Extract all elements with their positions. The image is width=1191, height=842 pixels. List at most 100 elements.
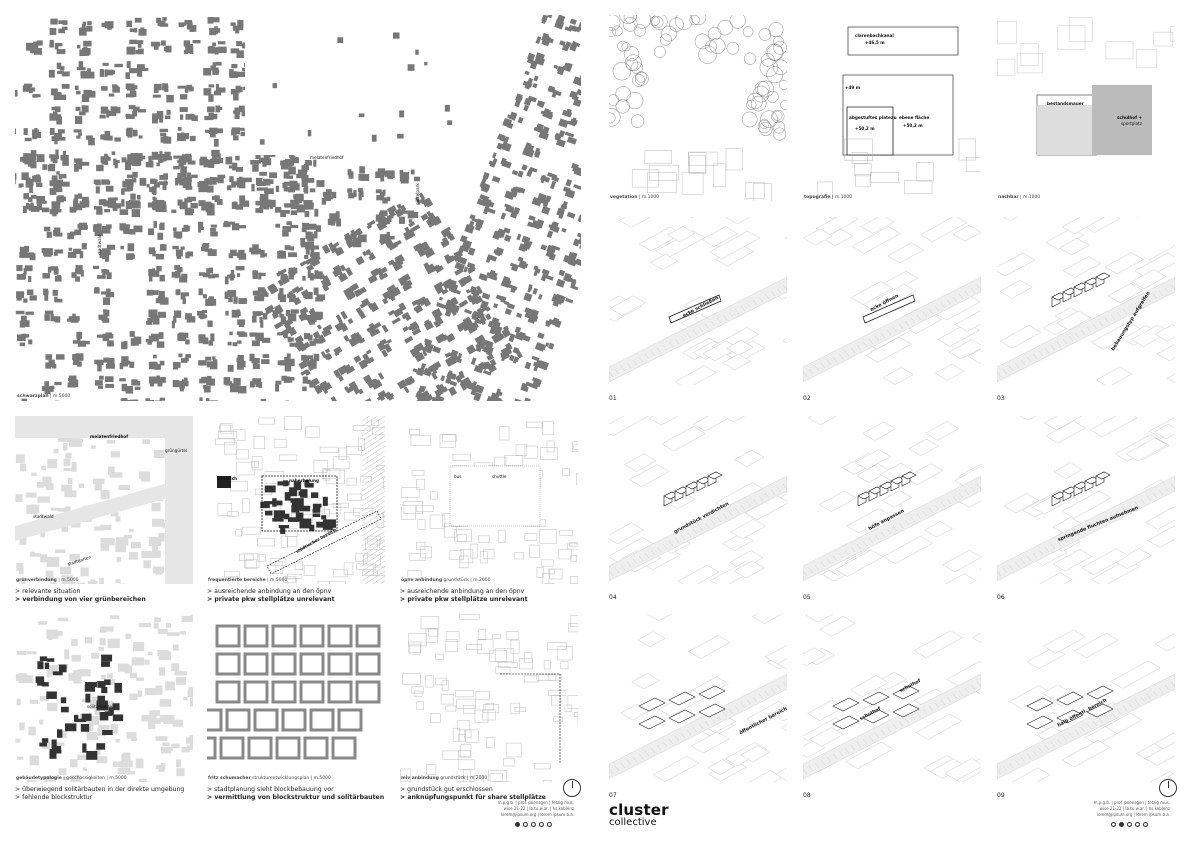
page-dot[interactable] — [1135, 822, 1140, 827]
axo-drawing — [997, 217, 1175, 385]
north-arrow-icon — [563, 779, 581, 797]
brand-sub-right: collective — [609, 817, 657, 828]
step-number-05: 05 — [803, 594, 811, 601]
topo-ann-3: abgestuftes plateau — [849, 115, 897, 120]
step-panel-02: ecke öffnen — [803, 217, 981, 385]
schwarzplan-street-a: melatenfriedhof — [310, 155, 344, 160]
stadtplanung-figure — [207, 624, 381, 760]
schwarzplan-street-b: gürtelpark — [415, 183, 420, 205]
nachbar-ann-2: schulhof + — [1117, 115, 1143, 120]
schwarzplan-street-c: stadtwald — [97, 234, 102, 255]
caption-3: > ausreichende anbindung an den öpnv> pr… — [400, 588, 528, 603]
gebaeudetypologie-map: solitärbauten gebäudetypologie | geschos… — [15, 614, 193, 782]
step-panel-03: bebauungstyp aufgreifen — [997, 217, 1175, 385]
page-dot[interactable] — [515, 822, 520, 827]
schwarzplan-label: schwarzplan | m.5000 — [17, 394, 71, 399]
step-number-02: 02 — [803, 395, 811, 402]
page-dot[interactable] — [1127, 822, 1132, 827]
schwarzplan-map: schwarzplan | m.5000 melatenfriedhof gür… — [15, 15, 581, 401]
axo-drawing — [997, 629, 1175, 782]
caption-5: > stadtplanung sieht blockbebauung vor> … — [207, 786, 385, 801]
topo-ann-2: +49 m — [845, 85, 861, 90]
gruenverbindung-map: melatenfriedhof grüngürtel stadtwald sta… — [15, 416, 193, 584]
step-number-03: 03 — [997, 395, 1005, 402]
topo-ann-1b: +46,5 m — [865, 40, 885, 45]
step-number-07: 07 — [609, 792, 617, 799]
step-panel-04: grundstück verdichten — [609, 416, 787, 584]
vegetation-figure — [609, 15, 787, 201]
vegetation-map: vegetation | m.1000 — [609, 15, 787, 201]
oepnv-figure — [401, 421, 578, 584]
freq-ann-2: naherholung — [289, 478, 319, 483]
schwarzplan-figure-ground — [15, 15, 581, 401]
step-number-06: 06 — [997, 594, 1005, 601]
axo-drawing — [609, 614, 787, 782]
caption-1: > relevante situation> verbindung von vi… — [15, 588, 146, 603]
axo-drawing — [997, 416, 1175, 584]
page-indicator-right[interactable] — [1111, 822, 1148, 827]
oepnv-label: öpnv anbindung grundstück | m.2000 — [401, 578, 491, 583]
topo-label: topografie | m.1000 — [804, 195, 853, 200]
typo-ann-1: solitärbauten — [87, 704, 115, 709]
step-number-08: 08 — [803, 792, 811, 799]
oepnv-ann-2: shuttle — [492, 474, 507, 479]
nachbar-label: nachbar | m.1000 — [998, 195, 1041, 200]
step-panel-07: öffentlicher bereich — [609, 614, 787, 782]
axo-drawing — [803, 416, 981, 584]
axo-drawing — [609, 416, 787, 584]
page-dot[interactable] — [1143, 822, 1148, 827]
step-panel-05: höfe anpassen — [803, 416, 981, 584]
page-indicator-left[interactable] — [515, 822, 552, 827]
page-dot[interactable] — [547, 822, 552, 827]
topografie-map: clarenbachkanal +46,5 m +49 m abgestufte… — [803, 15, 981, 201]
typologie-figure — [15, 614, 193, 782]
page-dot[interactable] — [531, 822, 536, 827]
topo-ann-1: clarenbachkanal — [855, 33, 894, 38]
brand-logo-right: cluster — [609, 801, 669, 819]
step-number-01: 01 — [609, 395, 617, 402]
step-panel-06: springende fluchten aufnehmen — [997, 416, 1175, 584]
gruen-ann-2: grüngürtel — [165, 448, 188, 453]
topo-ann-4: ebene fläche — [899, 115, 930, 120]
page-dot[interactable] — [1111, 822, 1116, 827]
axo-drawing — [609, 217, 787, 385]
footer-right-info: m.p.g.b. | prof. poensgen | fetzig mus.w… — [1093, 800, 1170, 817]
page-dot[interactable] — [1119, 822, 1124, 827]
gruen-ann-1: melatenfriedhof — [90, 434, 129, 439]
nachbar-ann-1: bestandsmauer — [1047, 101, 1084, 106]
freq-label: frequentierte bereiche | m.5000 — [208, 578, 288, 583]
axo-drawing — [803, 614, 981, 782]
nachbar-ann-2b: sportplatz — [1121, 121, 1142, 126]
gruen-ann-3: stadtwald — [33, 514, 54, 519]
caption-2: > ausreichende anbindung an den öpnv> pr… — [207, 588, 335, 603]
miv-figure — [400, 614, 578, 782]
step-number-09: 09 — [997, 792, 1005, 799]
topografie-figure — [817, 26, 981, 199]
oepnv-map: bus shuttle öpnv anbindung grundstück | … — [400, 416, 578, 584]
stadt-label: fritz schumacher strukturentwicklungspla… — [208, 776, 331, 781]
frequentierte-figure — [215, 416, 385, 584]
freq-ann-1: kirchlich — [217, 476, 238, 481]
oepnv-ann-1: bus — [454, 474, 462, 479]
caption-4: > überwiegend solitärbauten in der direk… — [15, 786, 185, 801]
page-dot[interactable] — [523, 822, 528, 827]
step-panel-01: ecke schließen — [609, 217, 787, 385]
footer-left-info: m.p.g.b. | prof. poensgen | fetzig mus.w… — [497, 800, 574, 817]
step-panel-09: halb öffentl. bereich — [997, 614, 1175, 782]
north-arrow-right-icon — [1159, 779, 1177, 797]
gruen-label: grünverbindung | m.5000 — [16, 578, 79, 583]
page-dot[interactable] — [539, 822, 544, 827]
topo-ann-4b: +50,2 m — [903, 123, 923, 128]
caption-6: > grundstück gut erschlossen> anknüpfung… — [400, 786, 546, 801]
gruenverbindung-figure — [15, 416, 193, 584]
nachbar-map: bestandsmauer schulhof + sportplatz nach… — [997, 15, 1175, 201]
typo-label: gebäudetypologie | geschossigkeiten | m.… — [16, 776, 127, 781]
topo-ann-3b: +50,2 m — [855, 126, 875, 131]
miv-map: miv anbindung grundstück | m.2000 — [400, 614, 578, 782]
veg-label: vegetation | m.1000 — [610, 195, 660, 200]
step-number-04: 04 — [609, 594, 617, 601]
axo-drawing — [803, 217, 981, 385]
miv-label: miv anbindung grundstück | m.2000 — [401, 776, 488, 781]
nachbar-figure — [997, 17, 1175, 156]
